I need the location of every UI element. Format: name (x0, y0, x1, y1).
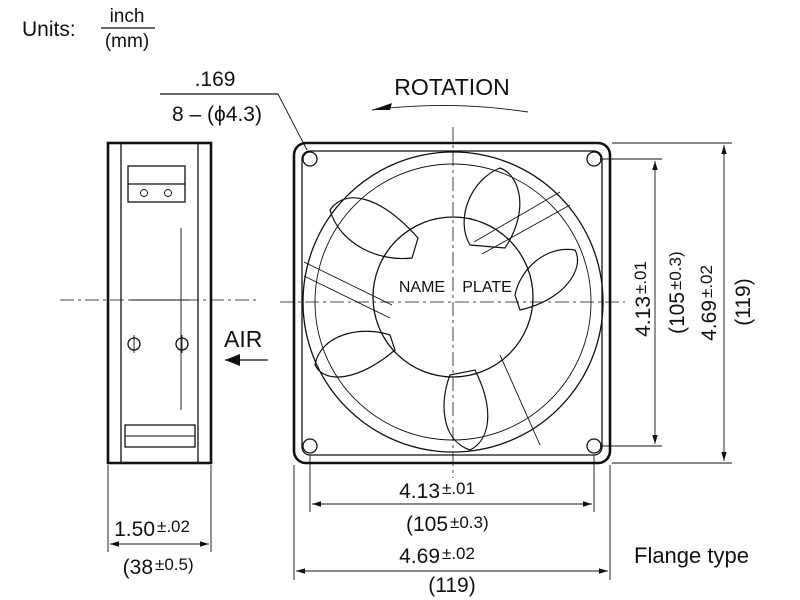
dim-tol: ±.02 (157, 517, 190, 536)
airflow-label: AIR (224, 326, 262, 352)
frame-strut (481, 204, 571, 255)
rotation-label: ROTATION (394, 74, 509, 100)
dim-main: 4.69 (399, 545, 440, 568)
fan-front-view: NAME PLATE (280, 127, 625, 478)
units-inch: inch (110, 6, 145, 27)
units-label: Units: (22, 18, 76, 41)
connector-pin (140, 189, 148, 197)
dim-main: 1.50 (114, 518, 155, 541)
dim-depth: 1.50 ±.02 (38 ±0.5) (107, 465, 212, 579)
rotation-arrow-icon (372, 103, 392, 110)
airflow-indicator: AIR (224, 326, 268, 366)
dim-mm: (119) (732, 278, 755, 325)
rotation-arc (371, 105, 529, 113)
dim-main: 4.69 (698, 300, 721, 341)
hole-dia-inch: .169 (195, 68, 236, 91)
hole-dia-mm: 8 – (ϕ4.3) (172, 103, 262, 126)
fan-side-view (60, 141, 258, 465)
airflow-arrow-icon (225, 354, 240, 366)
hole-leader-line (277, 93, 308, 151)
fan-blade (329, 197, 419, 260)
units-mm: (mm) (105, 31, 149, 52)
dim-main: 4.13 (399, 480, 440, 503)
dim-mm: (105 (666, 292, 689, 334)
dim-hole-pitch-vertical: 4.13 ±.01 (105 ±0.3) (600, 158, 689, 447)
fan-blade (514, 248, 579, 311)
dim-mm-tol: ±0.3) (666, 251, 685, 290)
name-plate-left: NAME (399, 279, 445, 296)
dim-overall-horizontal: 4.69 ±.02 (119) (293, 465, 611, 597)
dim-tol: ±.01 (442, 479, 475, 498)
dim-mm: (105 (406, 513, 448, 536)
frame-strut (473, 191, 561, 243)
fan-blade (463, 167, 521, 249)
mounting-hole-top-right (586, 151, 602, 167)
dim-tol: ±.01 (631, 261, 650, 294)
mounting-hole-callout: .169 8 – (ϕ4.3) (160, 68, 308, 151)
frame-strut (303, 275, 391, 319)
rotation-indicator: ROTATION (371, 74, 529, 113)
fan-blade (443, 369, 489, 451)
flange-type-label: Flange type (634, 543, 749, 568)
fan-blade (314, 330, 396, 378)
mounting-hole-bottom-right (586, 438, 602, 454)
dim-main: 4.13 (632, 296, 655, 337)
frame-strut (499, 354, 541, 446)
connector-pin (164, 189, 172, 197)
dim-mm-tol: ±0.3) (450, 513, 489, 532)
units-legend: Units: inch (mm) (22, 6, 155, 52)
frame-inner (301, 150, 603, 456)
dim-tol: ±.02 (697, 265, 716, 298)
name-plate-right: PLATE (462, 279, 512, 296)
mounting-hole-bottom-left (302, 438, 318, 454)
dim-mm: (119) (428, 574, 475, 597)
frame-outline (292, 141, 612, 465)
frame-strut (303, 261, 393, 306)
dim-mm: (38 (123, 556, 153, 579)
side-body (106, 141, 213, 465)
dim-hole-pitch-horizontal: 4.13 ±.01 (105 ±0.3) (309, 455, 595, 536)
dim-tol: ±.02 (442, 544, 475, 563)
dim-mm-tol: ±0.5) (155, 555, 194, 574)
dim-overall-vertical: 4.69 ±.02 (119) (612, 142, 755, 464)
mounting-hole-top-left (302, 151, 318, 167)
